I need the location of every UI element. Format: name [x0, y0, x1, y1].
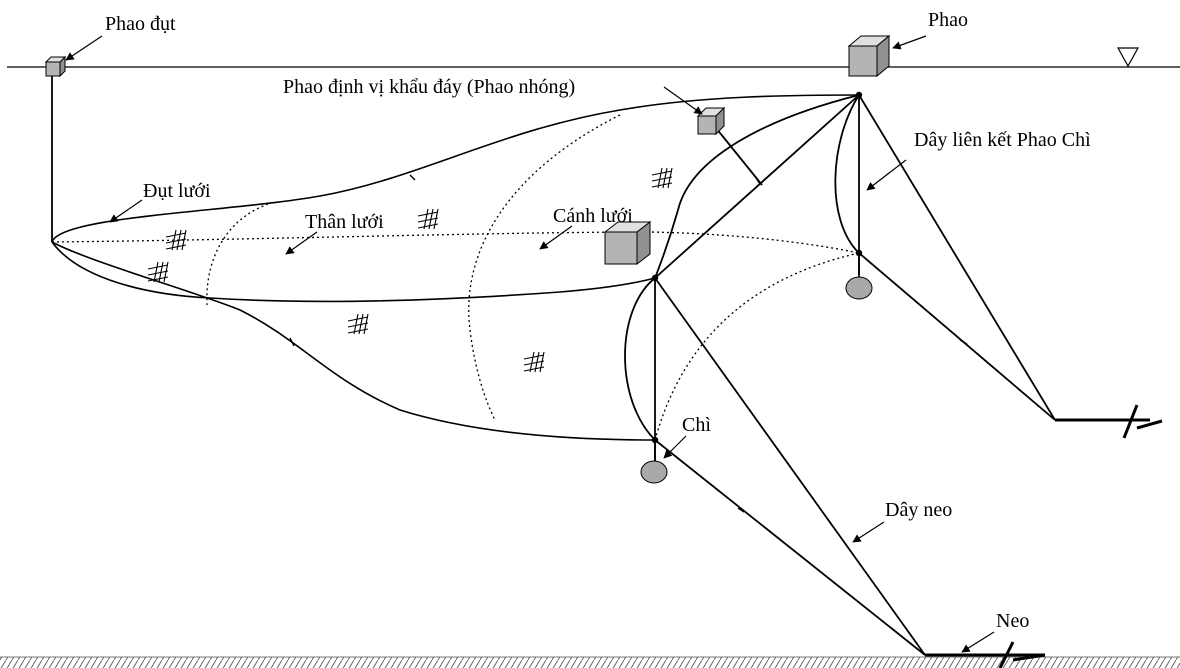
- label-canh-luoi: Cánh lưới: [553, 205, 633, 227]
- sinker-ellipse-icon: [845, 276, 873, 300]
- wing-upper-curve: [654, 94, 860, 279]
- anchor-rope-right-lower: [858, 252, 1056, 421]
- link-rope-right-curve: [834, 94, 860, 254]
- net-wing-dotted: [654, 252, 860, 441]
- junction-dot: [855, 91, 863, 99]
- net-upper-edge: [51, 94, 860, 243]
- net-section-1: [206, 203, 269, 306]
- net-body: [51, 94, 860, 441]
- arrow-than-luoi: [285, 231, 318, 255]
- anchor-rope-left-lower: [654, 439, 926, 656]
- mark: [409, 174, 416, 181]
- float-cube-icon: [603, 220, 652, 266]
- positioning-float-line: [715, 127, 763, 186]
- junction-dot: [855, 249, 863, 257]
- water-level-triangle-icon: [1116, 47, 1140, 68]
- float-cube-icon: [44, 55, 67, 78]
- label-phao: Phao: [928, 9, 968, 31]
- float-cube-icon: [696, 106, 726, 136]
- label-than-luoi: Thân lưới: [305, 211, 384, 233]
- anchor-icon: [925, 641, 1046, 668]
- arrow-chi: [663, 435, 687, 459]
- net-frame: [51, 75, 1056, 656]
- anchor-rope-left-upper: [654, 277, 926, 656]
- label-neo: Neo: [996, 610, 1029, 632]
- net-centre-dotted: [51, 231, 860, 254]
- label-day-lien-ket: Dây liên kết Phao Chì: [914, 129, 1091, 151]
- junction-dot: [651, 436, 659, 444]
- arrow-day-neo: [852, 521, 885, 543]
- label-dut-luoi: Đụt lưới: [143, 180, 211, 202]
- arrow-day-lien-ket: [866, 159, 907, 191]
- junction-dot: [651, 274, 659, 282]
- label-phao-dut: Phao đụt: [105, 13, 176, 35]
- seabed-hatch: [0, 657, 1180, 668]
- label-day-neo: Dây neo: [885, 499, 952, 521]
- label-phao-dinh-vi: Phao định vị khẩu đáy (Phao nhóng): [283, 76, 575, 98]
- net-lower-edge: [51, 241, 656, 441]
- float-cube-icon: [847, 34, 891, 78]
- arrow-canh-luoi: [539, 225, 573, 250]
- mark: [289, 337, 295, 347]
- mark: [737, 507, 745, 513]
- net-middle-edge: [51, 241, 656, 303]
- arrow-phao-dinh-vi: [663, 86, 703, 115]
- anchor-rope-right-upper: [858, 94, 1056, 421]
- mark: [959, 339, 968, 345]
- arrow-dut-luoi: [109, 199, 143, 223]
- net-mesh-hash-icon: [147, 167, 673, 373]
- wing-diagonal: [654, 94, 860, 279]
- label-chi: Chì: [682, 414, 711, 436]
- anchor-icon: [1055, 404, 1163, 439]
- sinker-ellipse-icon: [640, 460, 668, 484]
- net-section-2: [468, 114, 621, 421]
- arrow-phao-dut: [65, 35, 103, 61]
- arrow-phao: [892, 35, 927, 50]
- wing-lower-curve: [624, 277, 656, 441]
- leader-arrows: [65, 35, 995, 653]
- arrow-neo: [961, 631, 995, 653]
